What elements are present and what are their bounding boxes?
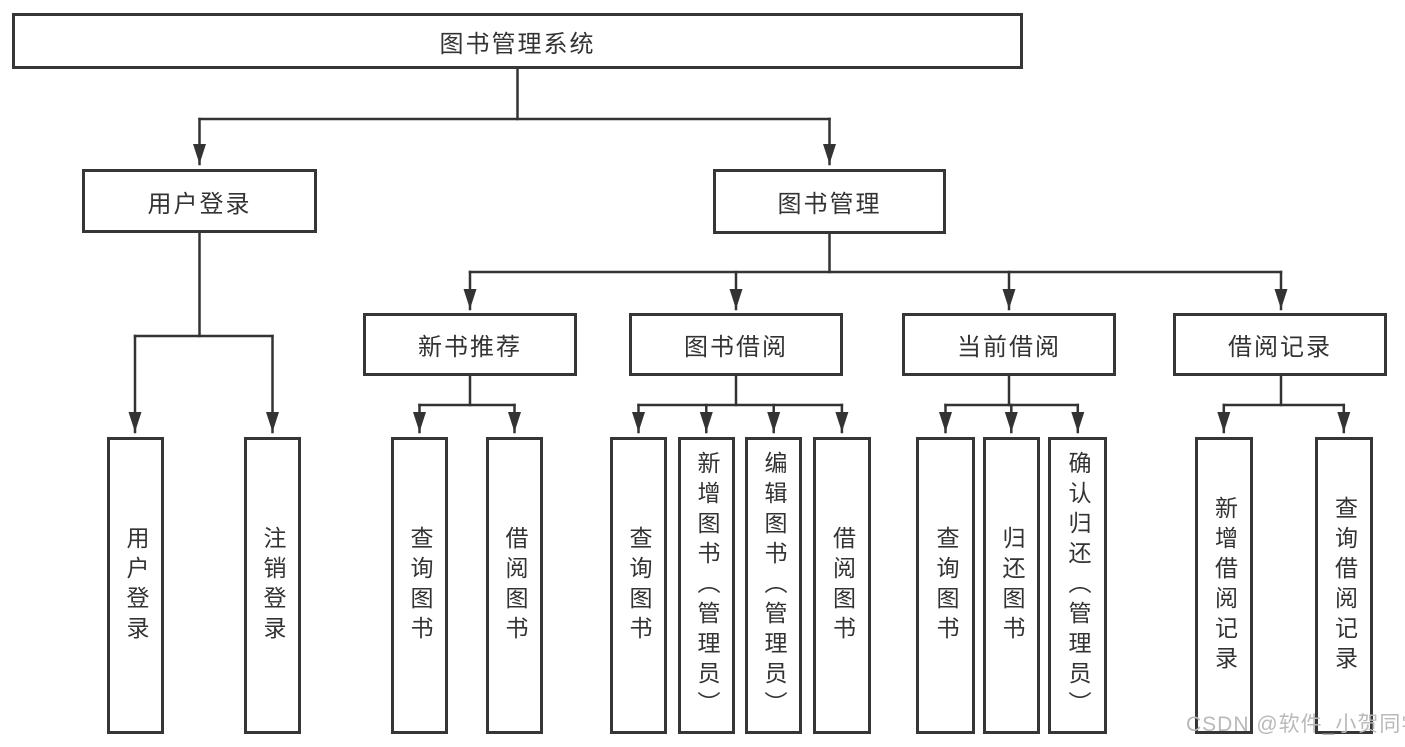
leaf-edit-book-admin: 编辑图书（管理员） <box>745 437 802 734</box>
leaf-label: 查询借阅记录 <box>1331 495 1358 676</box>
watermark: CSDN @软件_小贺同学 <box>1186 713 1405 736</box>
leaf-label: 借阅图书 <box>829 525 856 646</box>
leaf-label: 归还图书 <box>999 525 1025 646</box>
leaf-query-books-3: 查询图书 <box>916 437 975 734</box>
leaf-query-books-2: 查询图书 <box>610 437 667 734</box>
leaf-query-books-1: 查询图书 <box>391 437 448 734</box>
node-book-borrow: 图书借阅 <box>629 313 843 376</box>
leaf-label: 新增借阅记录 <box>1211 495 1238 676</box>
leaf-logout: 注销登录 <box>244 437 301 734</box>
node-new-book-recommend: 新书推荐 <box>363 313 577 376</box>
leaf-label: 借阅图书 <box>502 525 528 646</box>
node-book-management: 图书管理 <box>713 169 946 234</box>
leaf-return-books: 归还图书 <box>983 437 1040 734</box>
node-user-login: 用户登录 <box>82 169 317 233</box>
node-label: 用户登录 <box>147 190 252 218</box>
leaf-label: 注销登录 <box>260 525 286 646</box>
node-root: 图书管理系统 <box>12 13 1023 69</box>
leaf-user-login: 用户登录 <box>107 437 164 734</box>
leaf-label: 编辑图书（管理员） <box>761 450 787 721</box>
leaf-add-book-admin: 新增图书（管理员） <box>678 437 735 734</box>
leaf-borrow-books-2: 借阅图书 <box>813 437 871 734</box>
leaf-add-borrow-record: 新增借阅记录 <box>1195 437 1253 734</box>
leaf-label: 确认归还（管理员） <box>1065 450 1091 721</box>
node-label: 图书管理 <box>777 191 882 218</box>
node-label: 图书借阅 <box>684 334 788 361</box>
node-label: 图书管理系统 <box>439 30 596 58</box>
leaf-label: 查询图书 <box>626 525 652 646</box>
leaf-label: 用户登录 <box>123 525 149 646</box>
leaf-label: 新增图书（管理员） <box>694 450 720 721</box>
node-label: 借阅记录 <box>1228 334 1332 361</box>
node-label: 新书推荐 <box>418 334 522 361</box>
leaf-query-borrow-record: 查询借阅记录 <box>1315 437 1373 734</box>
node-label: 当前借阅 <box>957 334 1061 361</box>
leaf-label: 查询图书 <box>407 525 433 646</box>
node-borrow-records: 借阅记录 <box>1173 313 1387 376</box>
leaf-borrow-books-1: 借阅图书 <box>486 437 543 734</box>
node-current-borrow: 当前借阅 <box>902 313 1116 376</box>
leaf-label: 查询图书 <box>933 525 959 646</box>
leaf-confirm-return-admin: 确认归还（管理员） <box>1048 437 1107 734</box>
